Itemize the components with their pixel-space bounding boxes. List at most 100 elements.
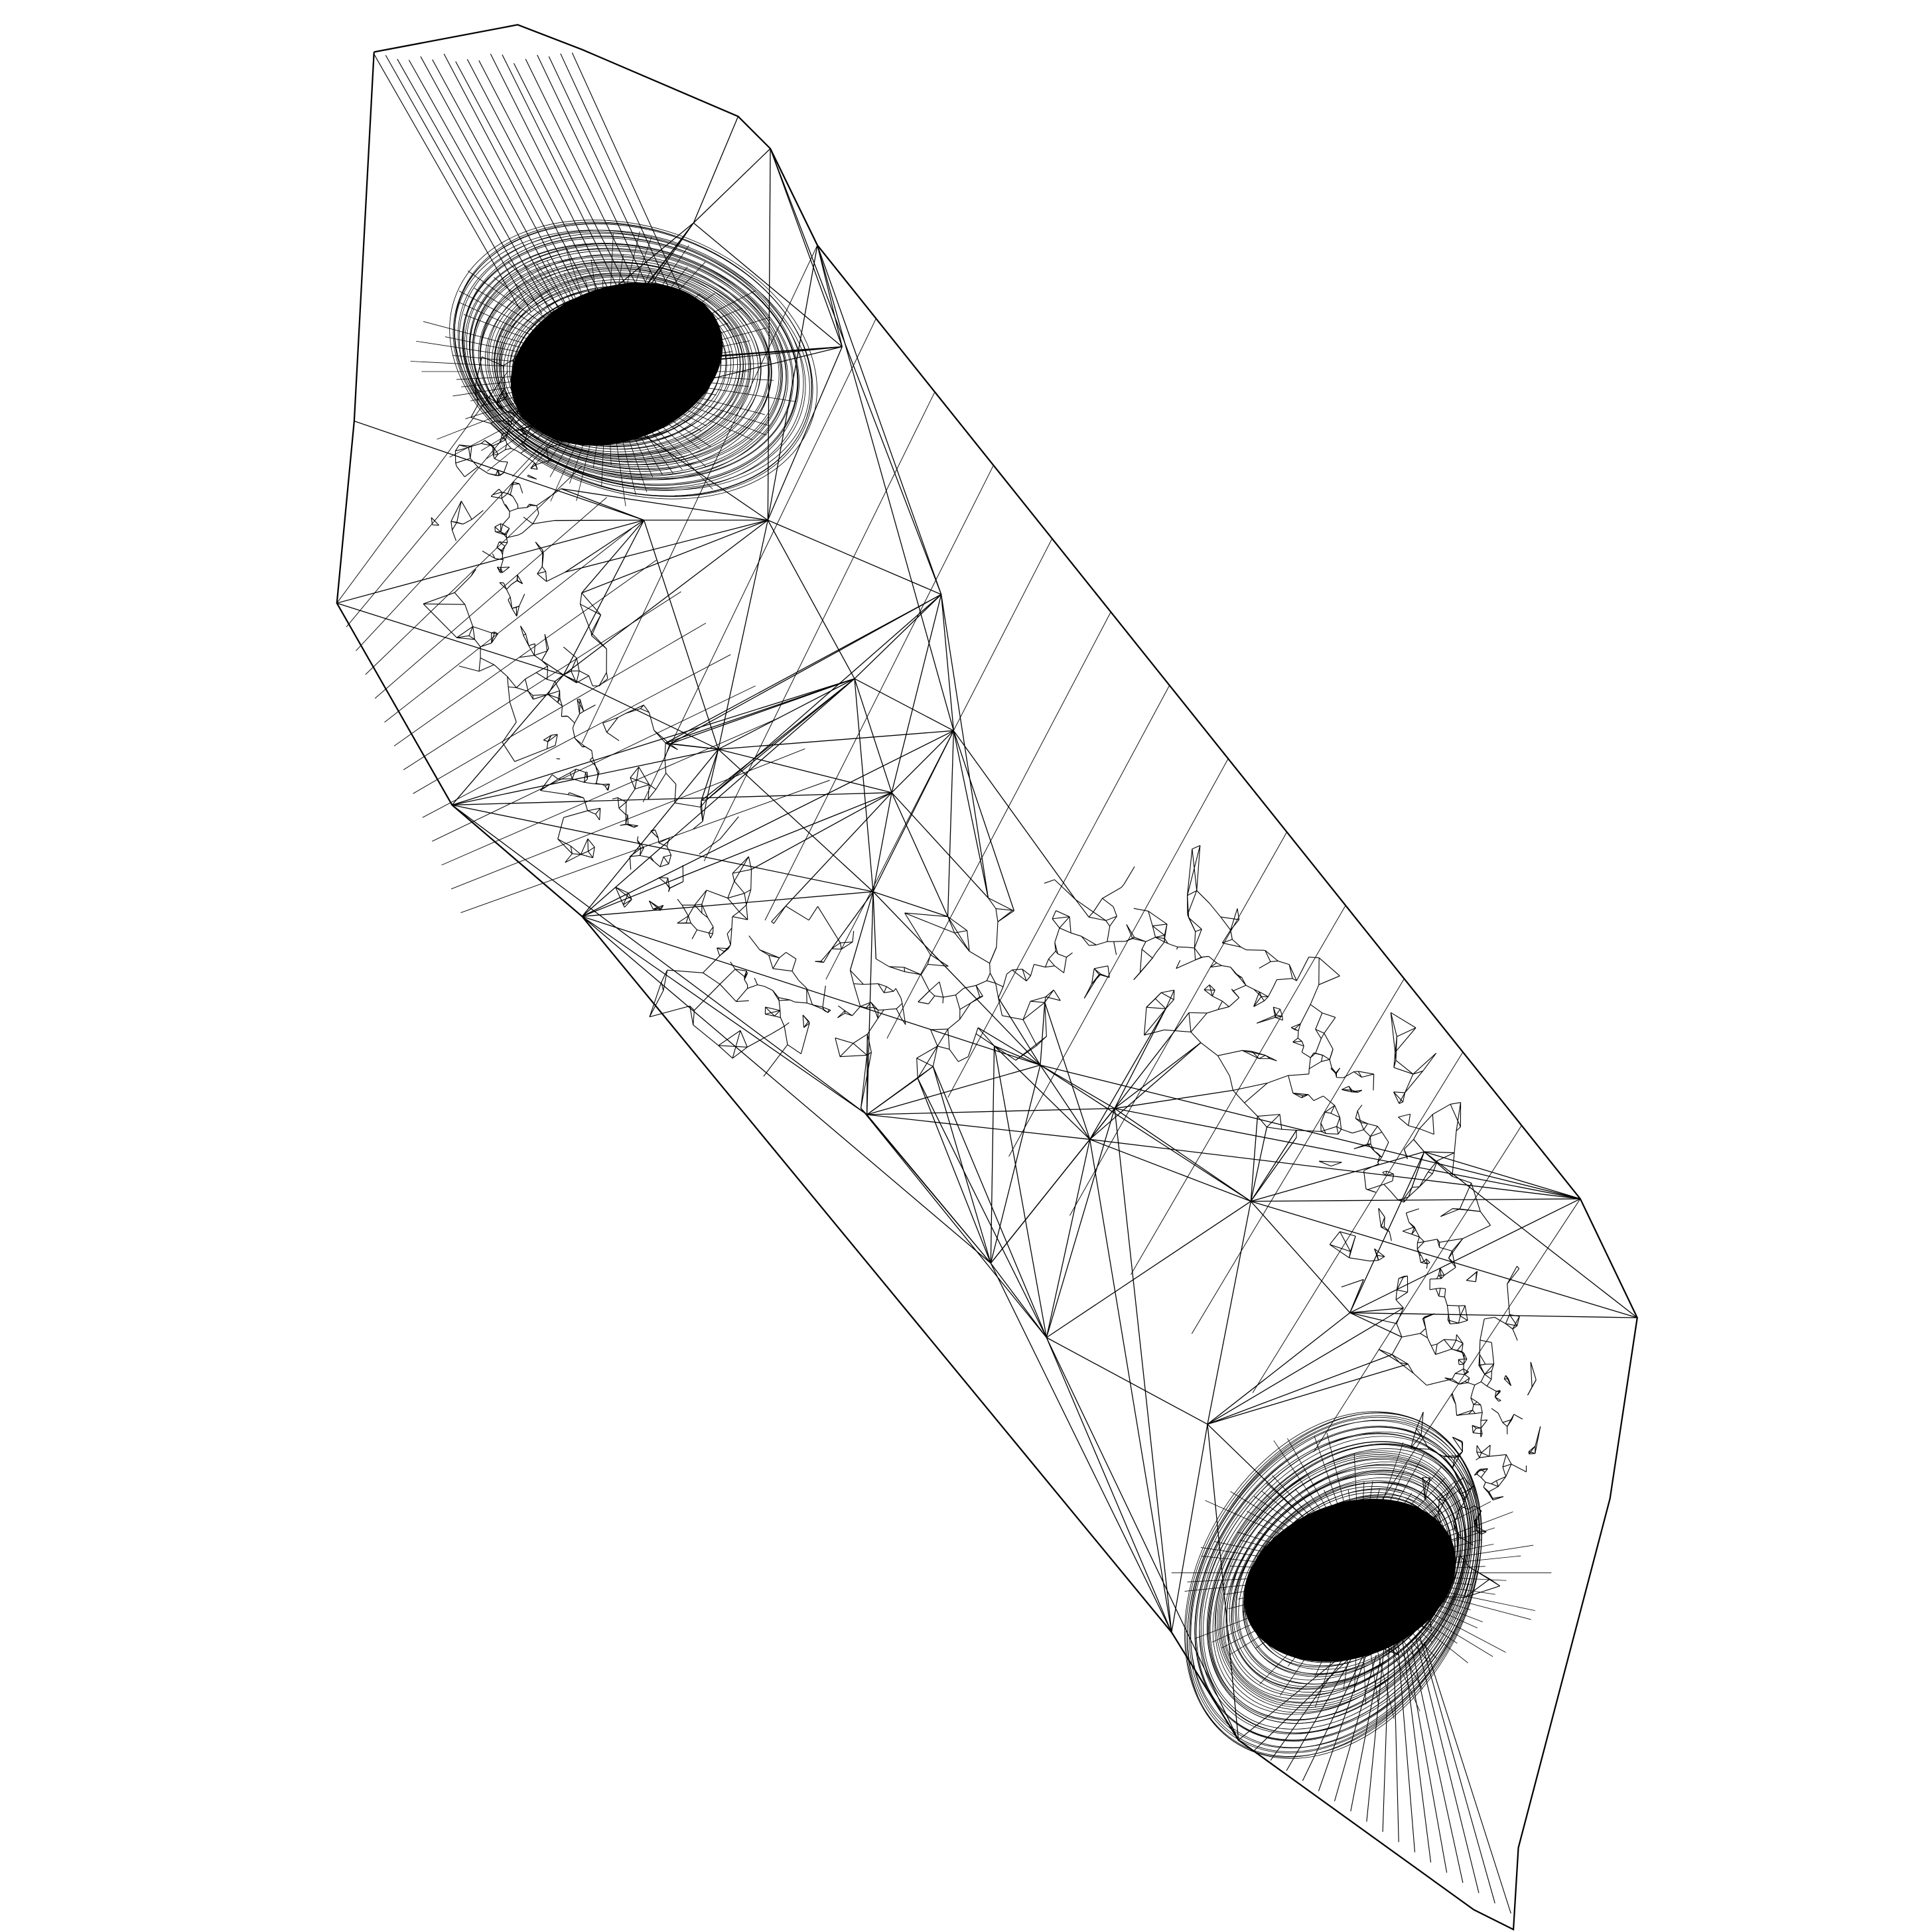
bridge-edge <box>557 698 561 703</box>
bridge-edge <box>1452 1436 1463 1452</box>
bridge-edge <box>583 797 588 811</box>
bridge-edge <box>1464 1374 1470 1379</box>
bridge-edge <box>1253 996 1262 1007</box>
bridge-edge <box>937 1046 950 1050</box>
bridge-edge <box>569 792 584 799</box>
bridge-edge <box>1237 908 1240 920</box>
bridge-edge <box>876 958 890 967</box>
bridge-edge <box>1464 1377 1470 1382</box>
sparse-edge <box>1207 1354 1393 1425</box>
bridge-edge <box>747 984 758 989</box>
bridge-edge <box>1473 1432 1481 1434</box>
sparse-edge <box>582 730 954 917</box>
bridge-edge <box>470 572 474 577</box>
bridge-edge <box>557 691 561 703</box>
bridge-edge <box>572 728 576 739</box>
bridge-edge <box>1244 1102 1258 1117</box>
hull-chord <box>422 654 731 818</box>
bridge-edge <box>734 856 749 882</box>
bridge-edge <box>1253 1000 1265 1007</box>
bridge-edge <box>1340 1231 1356 1237</box>
bridge-edge <box>1367 1184 1384 1190</box>
bridge-edge <box>537 571 546 575</box>
bridge-edge <box>540 778 559 791</box>
bridge-edge <box>630 848 642 857</box>
bridge-edge <box>499 439 506 444</box>
bridge-edge <box>1416 1411 1424 1429</box>
bridge-edge <box>977 1027 995 1046</box>
bridge-edge <box>1105 916 1117 922</box>
bridge-edge <box>456 626 474 638</box>
bridge-edge <box>1420 1328 1426 1334</box>
bridge-edge <box>1187 890 1198 896</box>
bridge-edge <box>587 838 595 848</box>
bridge-edge <box>1244 1082 1268 1103</box>
bridge-edge <box>1447 1304 1459 1306</box>
bridge-edge <box>516 606 520 616</box>
bridge-edge <box>455 458 470 464</box>
bridge-edge <box>1476 1474 1482 1478</box>
bridge-edge <box>1428 1160 1438 1172</box>
bridge-edge <box>431 518 433 525</box>
bridge-edge <box>1320 1055 1324 1062</box>
bridge-edge <box>1196 845 1201 891</box>
bridge-edge <box>787 1044 801 1054</box>
bridge-edge <box>860 1052 872 1109</box>
bridge-edge <box>1452 1251 1455 1264</box>
bridge-edge <box>559 699 563 707</box>
sparse-edge <box>693 148 771 224</box>
bridge-edge <box>1527 1387 1533 1396</box>
bridge-edge <box>1480 1433 1483 1438</box>
bridge-edge <box>500 531 505 535</box>
bridge-edge <box>916 1058 933 1067</box>
bridge-edge <box>1481 1452 1490 1457</box>
sparse-edge <box>1089 1108 1115 1140</box>
bridge-edge <box>1458 1359 1464 1365</box>
sparse-edge <box>941 594 954 731</box>
bridge-edge <box>697 929 709 933</box>
bridge-edge <box>504 504 510 512</box>
bridge-edge <box>1052 916 1070 920</box>
bridge-edge <box>1493 1496 1504 1501</box>
bridge-edge <box>677 898 683 906</box>
bridge-edge <box>995 983 999 999</box>
bridge-edge <box>532 513 539 524</box>
bridge-edge <box>1489 1445 1491 1457</box>
bridge-edge <box>904 912 955 933</box>
sparse-edge <box>1040 1064 1581 1200</box>
bridge-edge <box>1474 1474 1478 1476</box>
bridge-edge <box>1195 929 1202 932</box>
bridge-edge <box>1155 998 1166 1009</box>
bridge-edge <box>1383 1184 1391 1192</box>
bridge-edge <box>502 567 510 573</box>
bridge-edge <box>1187 890 1198 915</box>
bridge-edge <box>508 599 513 609</box>
bridge-edge <box>1411 1448 1429 1450</box>
bridge-edge <box>640 847 644 856</box>
bridge-edge <box>1460 1316 1468 1321</box>
bridge-edge <box>808 906 819 921</box>
bridge-edge <box>774 1010 781 1016</box>
bridge-edge <box>474 387 498 404</box>
bridge-edge <box>1089 916 1106 922</box>
sparse-edge <box>581 916 868 1115</box>
bridge-edge <box>547 694 559 703</box>
bridge-edge <box>535 541 544 555</box>
bridge-edge <box>579 711 585 715</box>
bridge-edge <box>1310 1052 1316 1058</box>
bridge-edge <box>665 878 669 884</box>
bridge-edge <box>1230 908 1238 931</box>
sparse-edge <box>990 1046 995 1264</box>
bridge-edge <box>1426 1259 1428 1265</box>
bridge-edge <box>664 758 667 774</box>
bridge-edge <box>1428 1171 1433 1174</box>
bridge-edge <box>1437 1152 1455 1161</box>
sparse-edge <box>953 730 1015 911</box>
bridge-edge <box>1148 910 1168 925</box>
bridge-edge <box>1450 1104 1461 1127</box>
bridge-edge <box>774 1015 781 1018</box>
bridge-edge <box>866 1034 868 1056</box>
bridge-edge <box>472 626 492 634</box>
bridge-edge <box>1377 1255 1379 1261</box>
bridge-edge <box>1473 1401 1478 1405</box>
